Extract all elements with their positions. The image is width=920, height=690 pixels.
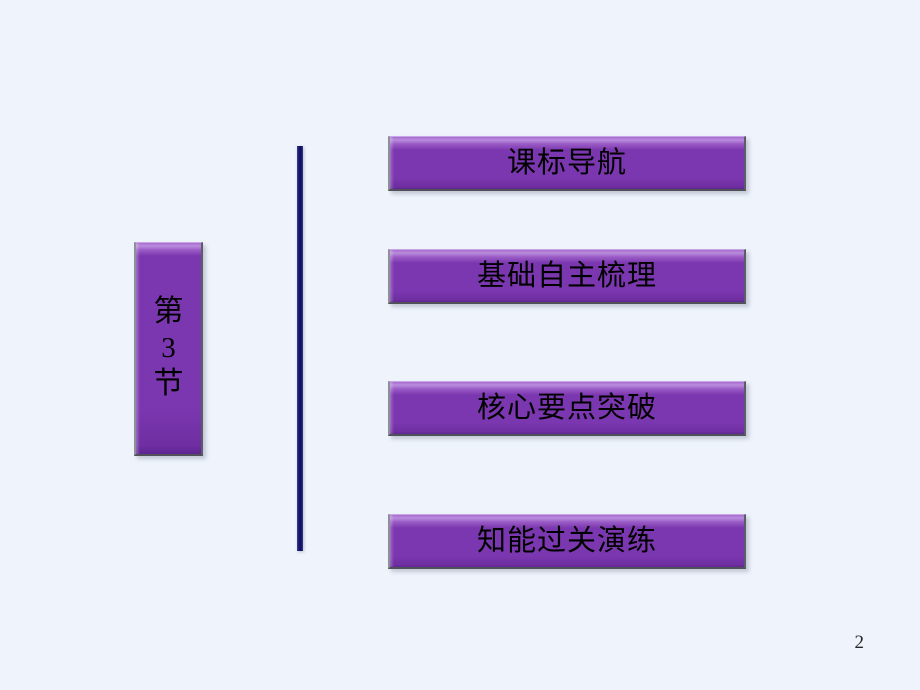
menu-item-jichuzizhushuli[interactable]: 基础自主梳理 xyxy=(388,249,746,304)
menu-item-kebiaodaohang[interactable]: 课标导航 xyxy=(388,136,746,191)
chapter-number: 3 xyxy=(161,331,176,364)
menu-item-zhinengguoguanyanlian[interactable]: 知能过关演练 xyxy=(388,514,746,569)
menu-item-label: 基础自主梳理 xyxy=(476,257,657,292)
menu-item-label: 核心要点突破 xyxy=(476,389,657,424)
page-number: 2 xyxy=(854,632,865,653)
vertical-divider xyxy=(297,146,303,551)
menu-item-label: 课标导航 xyxy=(506,144,627,179)
chapter-marker-plaque[interactable]: 第 3 节 xyxy=(134,242,203,456)
menu-item-hexinyaodiantupo[interactable]: 核心要点突破 xyxy=(388,381,746,436)
menu-item-label: 知能过关演练 xyxy=(476,522,657,557)
chapter-label-character-1: 第 xyxy=(153,294,184,330)
chapter-label-character-2: 节 xyxy=(153,366,184,402)
